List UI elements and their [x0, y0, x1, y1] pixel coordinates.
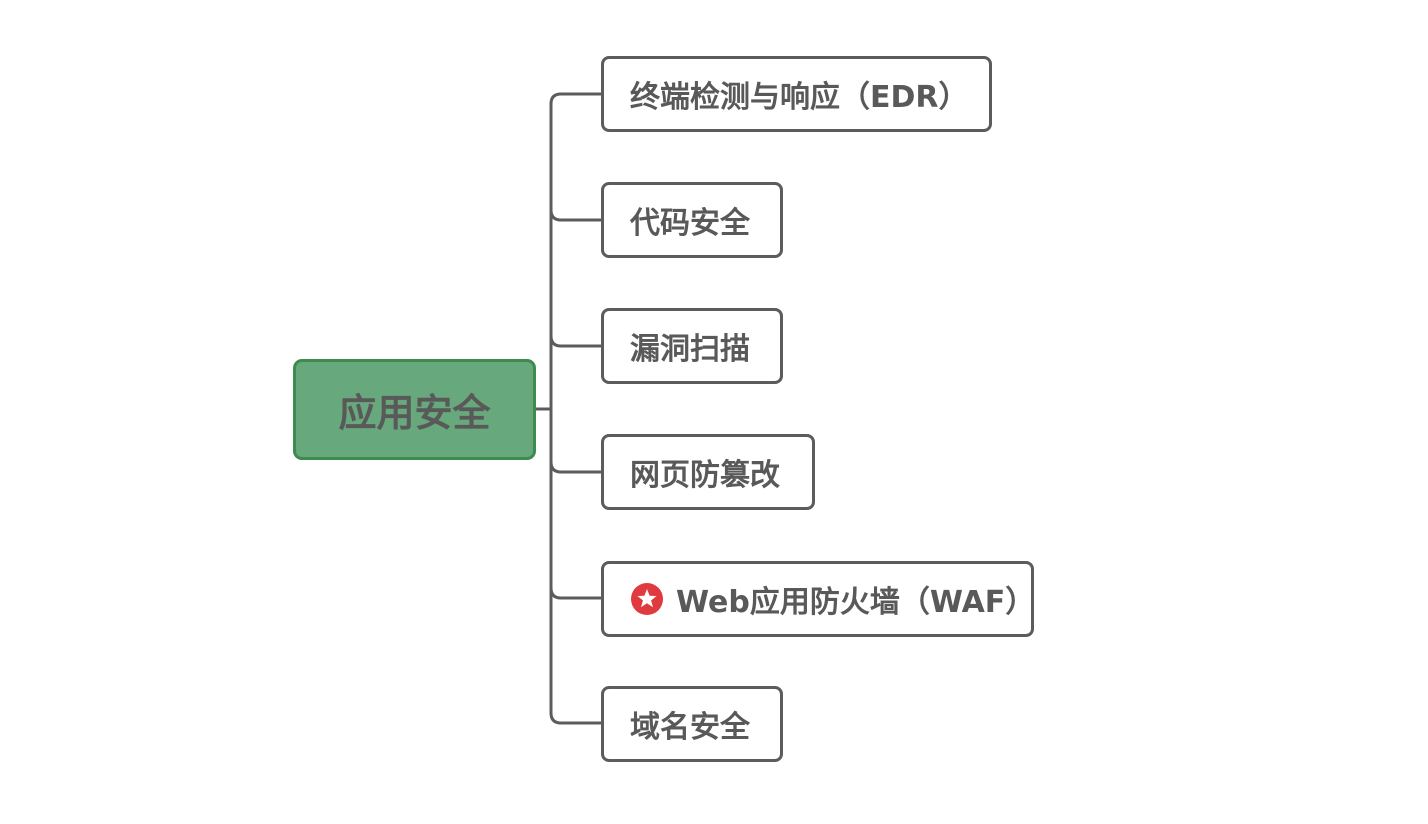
star-badge-icon — [631, 583, 663, 615]
child-node-anti-tamper[interactable]: 网页防篡改 — [601, 434, 815, 510]
child-node-domain-security[interactable]: 域名安全 — [601, 686, 783, 762]
child-node-code-security[interactable]: 代码安全 — [601, 182, 783, 258]
child-node-label: 网页防篡改 — [630, 458, 780, 493]
connector-branch-4 — [549, 460, 603, 474]
root-node[interactable]: 应用安全 — [293, 359, 536, 460]
child-node-label: Web应用防火墙（WAF） — [676, 585, 1036, 620]
connector-branch-1 — [549, 92, 603, 106]
child-node-waf[interactable]: Web应用防火墙（WAF） — [601, 561, 1036, 637]
child-node-label: 代码安全 — [630, 206, 750, 241]
connector-branch-6 — [549, 711, 603, 725]
connector-branch-3 — [549, 334, 603, 348]
connector-branch-2 — [549, 208, 603, 222]
child-node-label: 漏洞扫描 — [630, 332, 750, 367]
connector-branch-5 — [549, 586, 603, 600]
child-node-label: 域名安全 — [630, 710, 750, 745]
child-node-edr[interactable]: 终端检测与响应（EDR） — [601, 56, 992, 132]
child-node-label: 终端检测与响应（EDR） — [630, 80, 969, 115]
child-node-vuln-scan[interactable]: 漏洞扫描 — [601, 308, 783, 384]
root-node-label: 应用安全 — [338, 391, 491, 435]
